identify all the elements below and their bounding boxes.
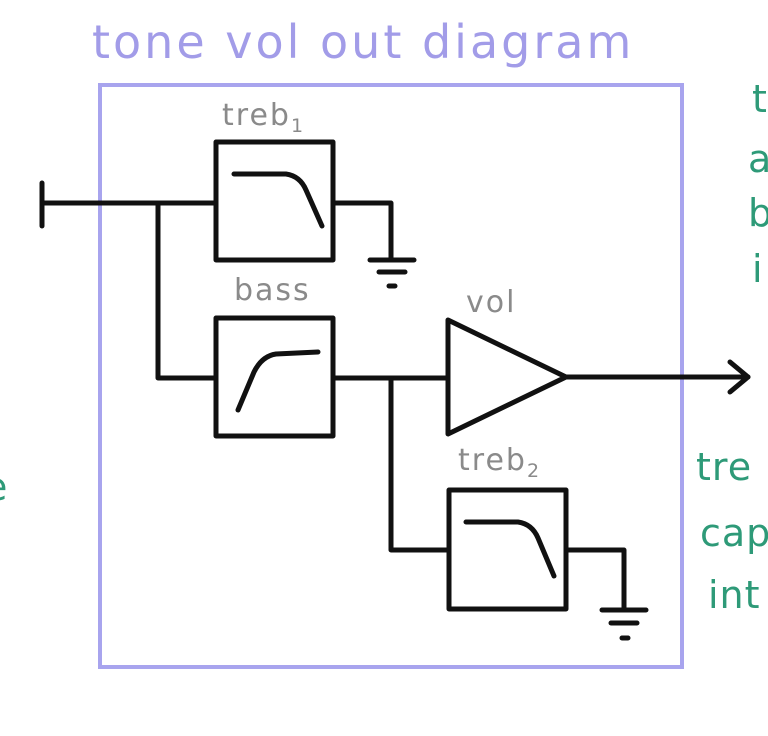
side-note-bottom-right: tre cap int <box>696 445 768 617</box>
bass-box <box>213 315 336 439</box>
bass-label: bass <box>234 273 311 308</box>
treb2-branch-wire <box>388 375 451 553</box>
svg-text:e: e <box>0 465 8 509</box>
svg-text:i: i <box>752 247 764 291</box>
side-note-left: e ( <box>0 465 8 561</box>
treb2-label: treb2 <box>458 443 541 482</box>
vol-label: vol <box>466 285 516 320</box>
svg-text:t: t <box>752 77 768 121</box>
ground-icon <box>599 607 649 641</box>
ground-icon <box>367 257 417 289</box>
side-note-top-right: t a b i <box>748 77 768 291</box>
lowpass-curve-icon <box>463 519 557 579</box>
svg-text:int: int <box>708 573 761 617</box>
diagram-title: tone vol out diagram <box>92 15 634 69</box>
treb1-ground-wire <box>330 200 394 261</box>
bass-branch-wire <box>155 200 218 381</box>
lowpass-curve-icon <box>231 171 325 229</box>
svg-text:(: ( <box>0 517 4 561</box>
svg-text:tre: tre <box>696 445 752 489</box>
svg-text:b: b <box>748 191 768 235</box>
output-arrow-icon <box>727 359 751 395</box>
treb2-ground-wire <box>563 547 627 611</box>
highpass-curve-icon <box>235 349 321 413</box>
treb2-box <box>446 487 569 612</box>
bass-filter-block <box>213 315 336 439</box>
vol-amplifier-triangle <box>445 317 569 437</box>
treb2-filter-block <box>446 487 569 612</box>
svg-text:cap: cap <box>700 511 768 555</box>
treb1-label: treb1 <box>222 98 305 137</box>
svg-text:a: a <box>748 137 768 181</box>
treb1-box <box>213 139 336 263</box>
treb1-filter-block <box>213 139 336 263</box>
